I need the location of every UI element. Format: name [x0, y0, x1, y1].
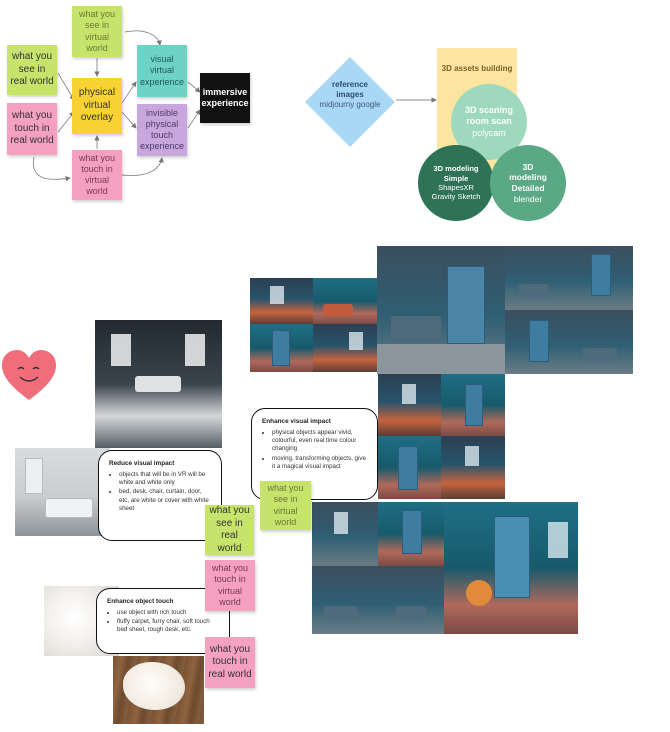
reference-title: reference images: [318, 80, 382, 100]
enhance-touch-title: Enhance object touch: [107, 598, 219, 607]
colorful-room-image: [378, 374, 441, 436]
colorful-room-image: [378, 436, 441, 499]
assets-building-title: 3D assets building: [437, 48, 517, 73]
sticky-touch-real-world: what you touch in real world: [7, 103, 57, 155]
blue-room-image: [444, 502, 578, 634]
enhance-visual-item: physical objects appear vivid, colourful…: [272, 429, 367, 454]
blue-room-image: [569, 246, 633, 310]
scan-tool: polycam: [472, 128, 506, 139]
colorful-room-image: [250, 278, 313, 324]
blue-room-image: [378, 502, 444, 566]
dark-room-image: [95, 320, 222, 448]
colorful-room-image: [441, 374, 505, 436]
reduce-visual-item: bed, desk, chair, curtain, door, etc, ar…: [119, 488, 211, 513]
colorful-room-image: [313, 324, 377, 372]
enhance-touch-item: fluffy carpet, furry chair, soft touch b…: [117, 618, 219, 635]
heart-emoji: [0, 348, 58, 404]
colorful-room-image: [441, 436, 505, 499]
colorful-room-image: [250, 324, 313, 372]
enhance-visual-item: moving, transforming objects, give it a …: [272, 455, 367, 472]
sticky-see-virtual-world-2: what you see in virtual world: [260, 481, 311, 530]
blue-room-image: [505, 246, 569, 310]
blue-room-image: [312, 502, 378, 566]
reduce-visual-card: Reduce visual impact objects that will b…: [98, 450, 222, 541]
blue-room-image: [505, 310, 569, 374]
enhance-visual-title: Enhance visual impact: [262, 418, 367, 427]
sticky-physical-virtual-overlay: physical virtual overlay: [72, 78, 122, 134]
colorful-room-image: [313, 278, 377, 324]
blue-room-image: [378, 566, 444, 634]
sticky-touch-virtual-world-2: what you touch in virtual world: [205, 560, 255, 611]
detailed-modeling-circle: 3D modeling Detailed blender: [490, 145, 566, 221]
sticky-touch-real-world-2: what you touch in real world: [205, 637, 255, 688]
sticky-see-real-world-2: what you see in real world: [205, 505, 254, 555]
reduce-visual-title: Reduce visual impact: [109, 460, 211, 469]
sticky-immersive-experience: immersive experience: [200, 73, 250, 123]
simple-tools: ShapesXR Gravity Sketch: [426, 183, 486, 202]
enhance-touch-item: use object with rich touch: [117, 609, 219, 617]
reference-tools: midjourny google: [318, 100, 382, 110]
sticky-see-real-world: what you see in real world: [7, 45, 57, 95]
sheepskin-rug-image: [113, 656, 204, 724]
white-room-image: [15, 448, 110, 536]
simple-title: 3D modeling Simple: [426, 164, 486, 183]
sticky-see-virtual-world: what you see in virtual world: [72, 6, 122, 57]
simple-modeling-circle: 3D modeling Simple ShapesXR Gravity Sket…: [418, 145, 494, 221]
sticky-visual-virtual-experience: visual virtual experience: [137, 45, 187, 97]
reduce-visual-item: objects that will be in VR will be white…: [119, 471, 211, 488]
blue-room-image: [569, 310, 633, 374]
sticky-invisible-touch-experience: invisible physical touch experience: [137, 104, 187, 156]
reference-label: reference images midjourny google: [318, 80, 382, 110]
blue-room-image: [312, 566, 378, 634]
sticky-touch-virtual-world: what you touch in virtual world: [72, 150, 122, 200]
blue-room-image: [377, 246, 505, 374]
scan-title: 3D scaning room scan: [463, 105, 515, 128]
detailed-tool: blender: [514, 194, 542, 205]
detailed-title: 3D modeling Detailed: [503, 162, 553, 194]
